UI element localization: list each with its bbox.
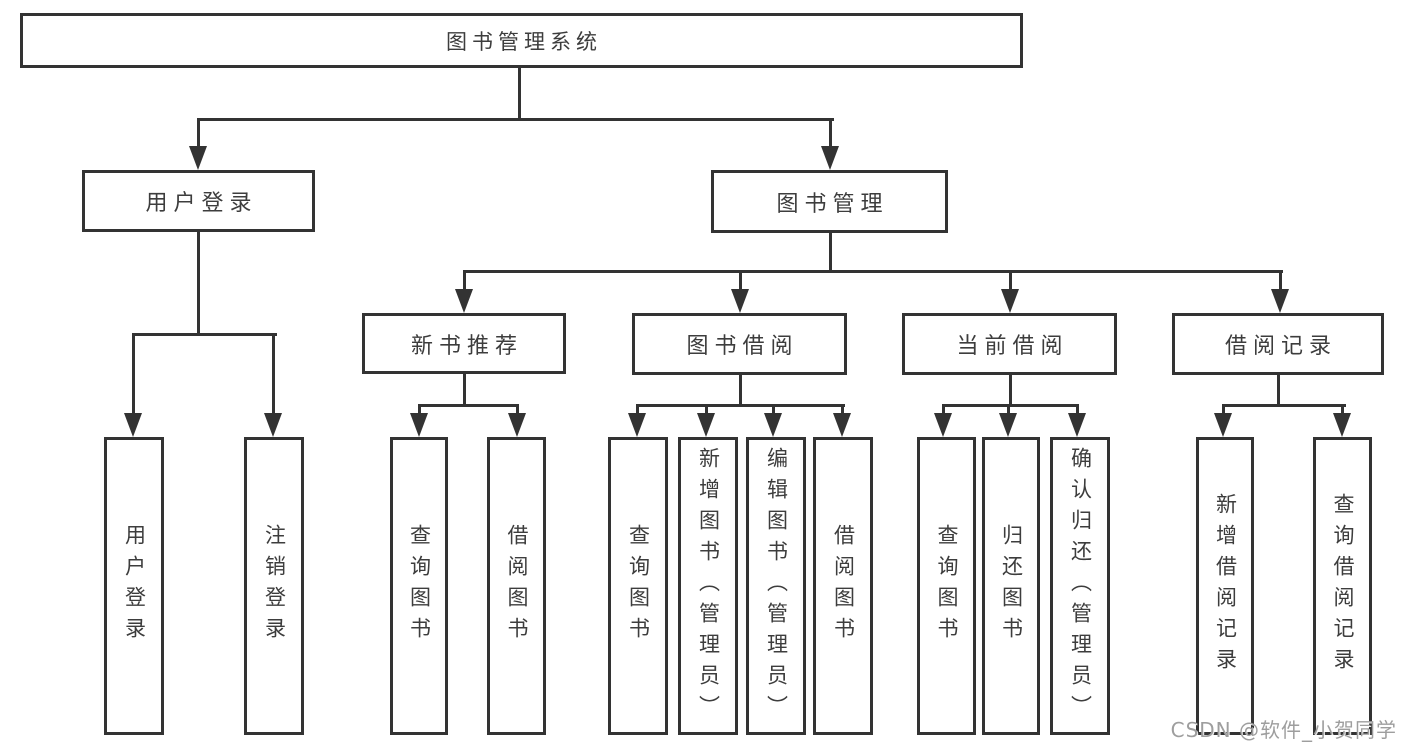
arrowhead-icon xyxy=(821,146,839,170)
connector-line xyxy=(132,333,135,415)
connector-line xyxy=(197,118,834,121)
connector-line xyxy=(1076,404,1079,415)
arrowhead-icon xyxy=(124,413,142,437)
connector-line xyxy=(197,118,200,148)
connector-line xyxy=(1277,374,1280,407)
connector-line xyxy=(463,270,466,292)
node-new-book-recommend: 新书推荐 xyxy=(362,313,566,374)
connector-line xyxy=(132,333,277,336)
connector-line xyxy=(1279,270,1282,292)
connector-line xyxy=(942,404,1079,407)
connector-line xyxy=(1222,404,1225,415)
node-leaf-return-book: 归还图书 xyxy=(982,437,1040,735)
arrowhead-icon xyxy=(628,413,646,437)
connector-line xyxy=(1009,270,1012,292)
node-current-borrow: 当前借阅 xyxy=(902,313,1117,375)
connector-line xyxy=(197,232,200,336)
connector-line xyxy=(463,270,1283,273)
node-leaf-borrow-book-recommend: 借阅图书 xyxy=(487,437,546,735)
arrowhead-icon xyxy=(697,413,715,437)
arrowhead-icon xyxy=(1001,289,1019,313)
connector-line xyxy=(1009,374,1012,407)
connector-line xyxy=(705,404,708,415)
connector-line xyxy=(942,404,945,415)
node-leaf-add-book-admin: 新增图书（管理员） xyxy=(678,437,738,735)
arrowhead-icon xyxy=(833,413,851,437)
arrowhead-icon xyxy=(410,413,428,437)
arrowhead-icon xyxy=(508,413,526,437)
connector-line xyxy=(418,404,519,407)
node-leaf-query-borrow-record: 查询借阅记录 xyxy=(1313,437,1372,735)
node-leaf-query-book-current: 查询图书 xyxy=(917,437,976,735)
connector-line xyxy=(829,232,832,273)
connector-line xyxy=(1222,404,1346,407)
connector-line xyxy=(636,404,845,407)
node-leaf-logout: 注销登录 xyxy=(244,437,304,735)
connector-line xyxy=(1341,404,1344,415)
arrowhead-icon xyxy=(731,289,749,313)
connector-line xyxy=(1007,404,1010,415)
connector-line xyxy=(739,270,742,292)
node-book-management: 图书管理 xyxy=(711,170,948,233)
arrowhead-icon xyxy=(934,413,952,437)
node-leaf-query-book-recommend: 查询图书 xyxy=(390,437,448,735)
arrowhead-icon xyxy=(189,146,207,170)
arrowhead-icon xyxy=(455,289,473,313)
watermark: CSDN @软件_小贺同学 xyxy=(1170,718,1397,742)
connector-line xyxy=(272,333,275,415)
connector-line xyxy=(636,404,639,415)
connector-line xyxy=(418,404,421,415)
arrowhead-icon xyxy=(1333,413,1351,437)
connector-line xyxy=(739,374,742,407)
arrowhead-icon xyxy=(1214,413,1232,437)
connector-line xyxy=(518,68,521,121)
connector-line xyxy=(516,404,519,415)
arrowhead-icon xyxy=(764,413,782,437)
node-leaf-user-login: 用户登录 xyxy=(104,437,164,735)
arrowhead-icon xyxy=(999,413,1017,437)
connector-line xyxy=(772,404,775,415)
connector-line xyxy=(829,118,832,148)
node-leaf-add-borrow-record: 新增借阅记录 xyxy=(1196,437,1254,735)
node-leaf-edit-book-admin: 编辑图书（管理员） xyxy=(746,437,806,735)
node-book-borrow: 图书借阅 xyxy=(632,313,847,375)
connector-line xyxy=(841,404,844,415)
node-leaf-query-book-borrow: 查询图书 xyxy=(608,437,668,735)
node-leaf-confirm-return-admin: 确认归还（管理员） xyxy=(1050,437,1110,735)
node-root: 图书管理系统 xyxy=(20,13,1023,68)
arrowhead-icon xyxy=(264,413,282,437)
node-leaf-borrow-book: 借阅图书 xyxy=(813,437,873,735)
arrowhead-icon xyxy=(1068,413,1086,437)
connector-line xyxy=(463,373,466,407)
node-borrow-records: 借阅记录 xyxy=(1172,313,1384,375)
arrowhead-icon xyxy=(1271,289,1289,313)
node-user-login: 用户登录 xyxy=(82,170,315,232)
